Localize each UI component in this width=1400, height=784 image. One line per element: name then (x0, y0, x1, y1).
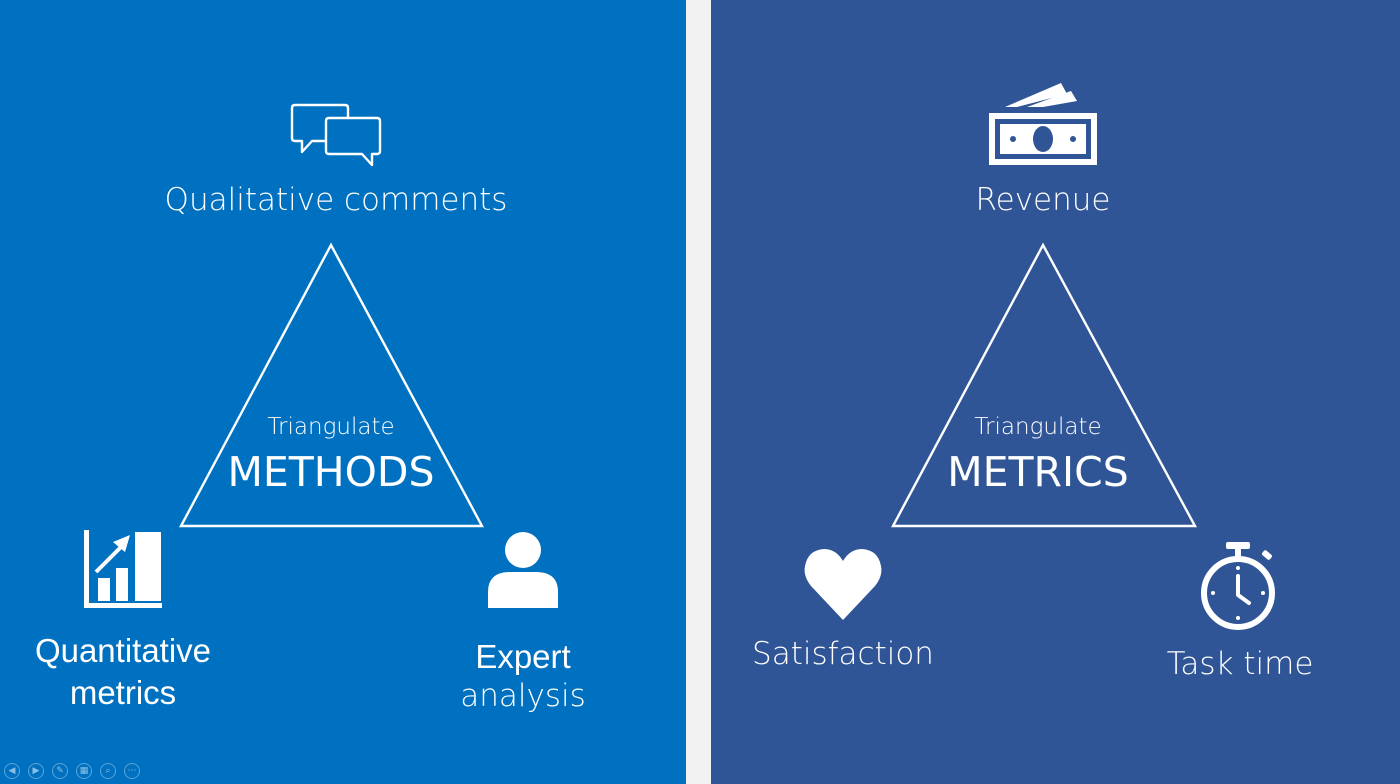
money-bills-icon (989, 83, 1097, 165)
methods-panel: Qualitative comments Triangulate METHODS… (0, 0, 686, 784)
expert-label: Expert (475, 638, 571, 675)
task-time-label: Task time (1166, 646, 1314, 682)
analysis-label: analysis (460, 678, 586, 714)
metrics-title: METRICS (947, 448, 1129, 496)
metrics-panel: Revenue Triangulate METRICS Satisfaction… (711, 0, 1400, 784)
metrics-triangle (890, 242, 1198, 528)
prev-slide-button[interactable]: ◀ (4, 763, 20, 779)
triangulate-small-text: Triangulate (267, 414, 395, 440)
slideshow-controls: ◀ ▶ ✎ ▦ ⌕ ⋯ (4, 763, 140, 781)
methods-triangle (178, 242, 485, 528)
slides-grid-button[interactable]: ▦ (76, 763, 92, 779)
qualitative-comments-label: Qualitative comments (164, 182, 508, 218)
pen-tool-button[interactable]: ✎ (52, 763, 68, 779)
speech-bubbles-icon (290, 103, 382, 167)
zoom-button[interactable]: ⌕ (100, 763, 116, 779)
more-options-button[interactable]: ⋯ (124, 763, 140, 779)
stopwatch-icon (1201, 542, 1275, 630)
quantitative-label-line2: metrics (69, 674, 177, 711)
satisfaction-label: Satisfaction (752, 636, 934, 672)
revenue-label: Revenue (975, 182, 1111, 218)
heart-icon (804, 549, 882, 620)
next-slide-button[interactable]: ▶ (28, 763, 44, 779)
bar-chart-growth-icon (84, 530, 162, 608)
triangulate-small-text: Triangulate (974, 414, 1102, 440)
person-icon (488, 532, 558, 608)
methods-title: METHODS (227, 448, 435, 496)
quantitative-label-line1: Quantitative (34, 632, 212, 669)
